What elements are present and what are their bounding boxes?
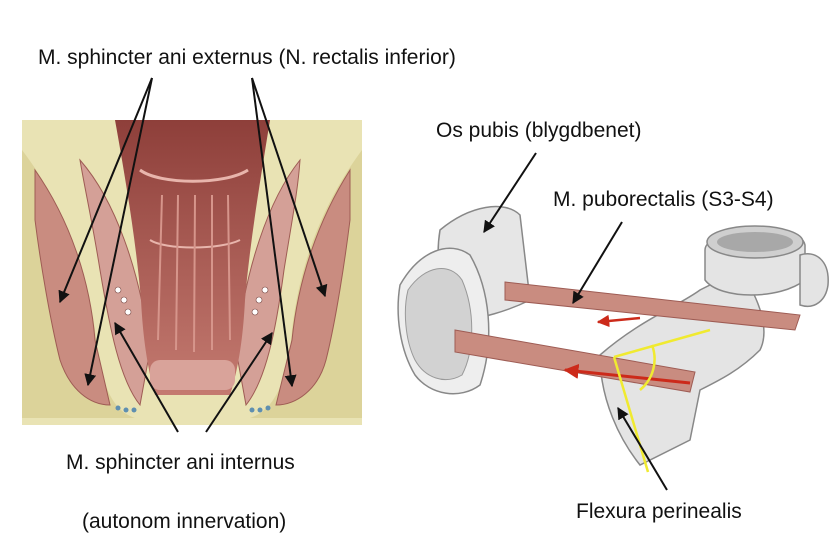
puborectalis-illustration: [398, 207, 828, 472]
label-sphincter-internus: M. sphincter ani internus: [66, 452, 295, 473]
label-os-pubis: Os pubis (blygdbenet): [436, 120, 641, 141]
label-autonom-innervation: (autonom innervation): [82, 511, 286, 532]
label-sphincter-externus: M. sphincter ani externus (N. rectalis i…: [38, 47, 456, 68]
label-flexura-perinealis: Flexura perinealis: [576, 501, 742, 522]
label-puborectalis: M. puborectalis (S3-S4): [553, 189, 774, 210]
anal-columns: [150, 360, 235, 390]
